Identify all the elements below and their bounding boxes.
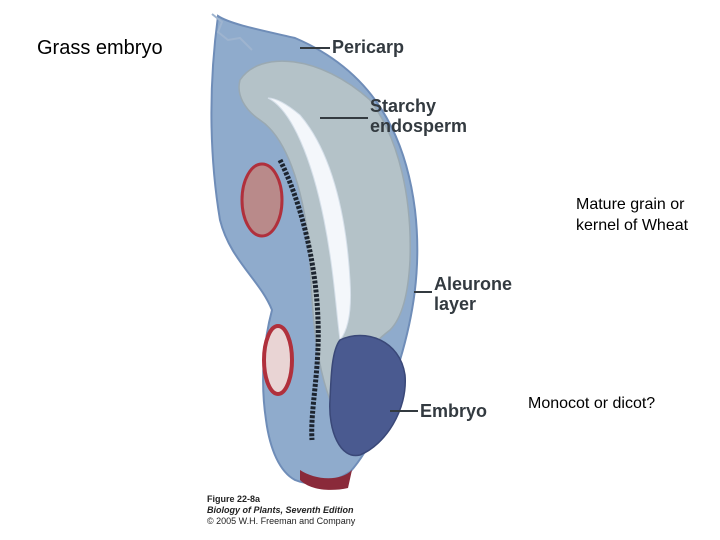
label-aleurone-line2: layer xyxy=(434,294,477,314)
pericarp-leader xyxy=(300,47,330,49)
lower-stain xyxy=(262,324,294,396)
wheat-grain-micrograph xyxy=(210,13,419,490)
scutellum-stain xyxy=(240,162,284,238)
caption-figure: Figure 22-8a xyxy=(207,494,261,504)
aleurone-leader xyxy=(414,291,432,293)
embryo-region xyxy=(329,334,406,457)
label-aleurone-layer: Aleurone layer xyxy=(434,274,512,314)
caption-copyright: © 2005 W.H. Freeman and Company xyxy=(207,516,356,526)
grain-description: Mature grain or kernel of Wheat xyxy=(576,196,689,234)
embryo-leader xyxy=(390,410,418,412)
label-pericarp: Pericarp xyxy=(332,37,405,57)
monocot-dicot-question: Monocot or dicot? xyxy=(528,395,656,412)
label-embryo: Embryo xyxy=(420,401,488,421)
aleurone-band xyxy=(277,158,321,441)
caption-book: Biology of Plants, Seventh Edition xyxy=(207,505,354,515)
figure-caption: Figure 22-8a Biology of Plants, Seventh … xyxy=(207,494,355,527)
label-starchy-line2: endosperm xyxy=(370,116,468,136)
pericarp-fringe xyxy=(211,13,253,51)
label-aleurone-line1: Aleurone xyxy=(434,274,513,294)
slide-title: Grass embryo xyxy=(37,37,163,59)
grain-base xyxy=(300,470,352,490)
crease-channel xyxy=(267,97,351,342)
label-starchy-endosperm: Starchy endosperm xyxy=(370,96,467,136)
starchy-endosperm-leader xyxy=(320,117,368,119)
label-starchy-line1: Starchy xyxy=(370,96,437,116)
